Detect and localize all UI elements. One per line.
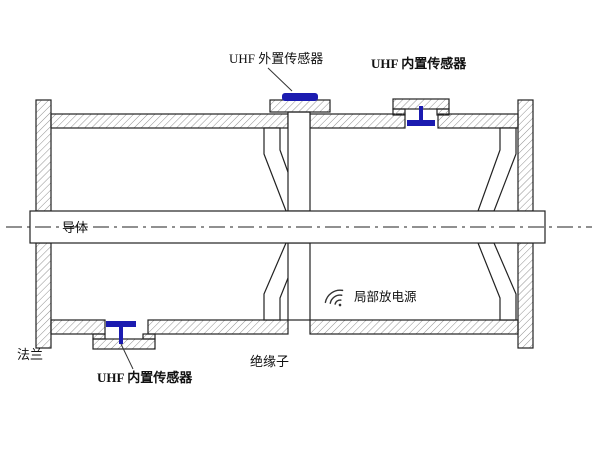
internal-sensor-top-probe <box>407 106 435 126</box>
bracket-leg-left <box>392 108 406 116</box>
right-insulator-cone-upper <box>477 127 517 212</box>
bracket-leg-left <box>92 333 106 340</box>
pd-source-label: 局部放电源 <box>354 289 417 304</box>
top-wall-right <box>437 113 519 129</box>
partial-discharge-icon <box>324 289 344 307</box>
insulator-label: 绝缘子 <box>250 354 289 369</box>
flange-right-lower <box>517 242 534 349</box>
flange-left-lower <box>35 242 52 349</box>
bottom-sensor-leader <box>120 343 134 370</box>
flange-left-upper <box>35 99 52 212</box>
right-insulator-cone-lower <box>477 242 517 321</box>
middle-insulator-post-upper <box>287 111 311 212</box>
conductor-label: 导体 <box>62 220 88 235</box>
external-sensor-label: UHF 外置传感器 <box>229 51 323 66</box>
top-wall-left <box>50 113 289 129</box>
probe-bar <box>407 120 435 126</box>
bracket-leg-right <box>142 333 156 340</box>
internal-sensor-bottom-bracket <box>92 333 156 350</box>
external-sensor-port-plate <box>269 99 331 113</box>
bottom-wall-middle <box>147 319 289 335</box>
probe-bar <box>106 321 136 327</box>
middle-insulator-post-lower <box>287 242 311 321</box>
bracket-plate <box>92 338 156 350</box>
internal-sensor-top-bracket <box>392 98 450 116</box>
internal-sensor-bottom-label: UHF 内置传感器 <box>97 370 193 385</box>
probe-stem <box>119 327 123 344</box>
bracket-leg-right <box>436 108 450 116</box>
bottom-wall-left <box>50 319 106 335</box>
top-wall-middle <box>309 113 406 129</box>
bottom-wall-right <box>309 319 519 335</box>
flange-label: 法兰 <box>17 347 43 362</box>
internal-sensor-top-label: UHF 内置传感器 <box>371 56 467 71</box>
flange-right-upper <box>517 99 534 212</box>
external-sensor-leader <box>267 67 293 92</box>
internal-sensor-bottom-probe <box>106 321 136 344</box>
external-sensor-disc <box>282 93 318 101</box>
probe-stem <box>419 106 423 122</box>
